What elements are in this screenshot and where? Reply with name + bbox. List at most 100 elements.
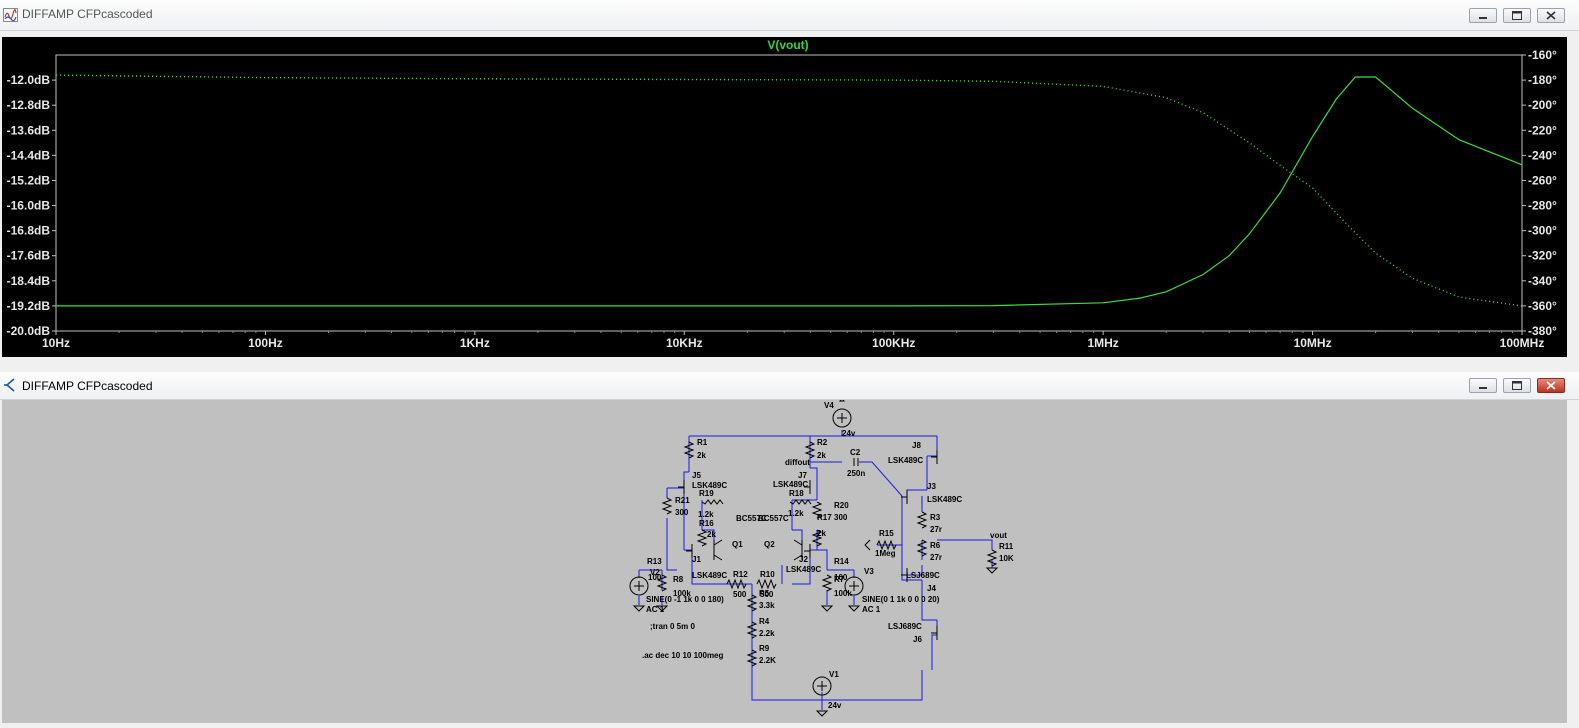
component-ref-r11[interactable]: R11: [999, 542, 1014, 551]
component-value-j6[interactable]: LSJ689C: [888, 622, 922, 631]
component-ref-r9[interactable]: R9: [759, 644, 770, 653]
component-ref-r6[interactable]: R6: [930, 541, 941, 550]
component-ref-r15[interactable]: R15: [879, 529, 894, 538]
component-value-r3[interactable]: 27r: [930, 525, 942, 534]
schematic-drawing[interactable]: V424vR12kR22kJ8LSK489CC2250nJ5LSK489CJ7L…: [2, 397, 1567, 723]
minimize-icon: [1479, 387, 1487, 389]
component-ref-j2[interactable]: J2: [799, 555, 808, 564]
component-value-r13[interactable]: 100: [648, 573, 662, 582]
component-value-q1[interactable]: BC557C: [736, 514, 767, 523]
component-ref-r20[interactable]: R20: [834, 501, 849, 510]
y-right-tick-label: -300°: [1528, 224, 1557, 238]
component-ref-r12[interactable]: R12: [733, 570, 748, 579]
component-ref-r2[interactable]: R2: [817, 438, 828, 447]
component-ref-r18[interactable]: R18: [789, 489, 804, 498]
y-right-tick-label: -200°: [1528, 98, 1557, 112]
component-ac-v3[interactable]: AC 1: [862, 605, 881, 614]
component-value-r15[interactable]: 1Meg: [875, 549, 896, 558]
component-value-r21[interactable]: 300: [675, 508, 689, 517]
component-value-v3[interactable]: SINE(0 1 1k 0 0 0 20): [862, 595, 940, 604]
component-ref-c2[interactable]: C2: [850, 448, 861, 457]
component-value-q2[interactable]: BC557C: [758, 514, 789, 523]
component-ref-q1[interactable]: Q1: [732, 540, 743, 549]
component-ref-r8[interactable]: R8: [673, 575, 684, 584]
component-ref-v3[interactable]: V3: [864, 567, 874, 576]
component-ref-v4[interactable]: V4: [824, 401, 834, 410]
component-value-j7[interactable]: LSK489C: [773, 480, 808, 489]
component-value-r2[interactable]: 2k: [817, 451, 826, 460]
schematic-transistors: [678, 450, 938, 640]
component-value-r16[interactable]: 2k: [707, 530, 716, 539]
component-ref-j7[interactable]: J7: [798, 471, 807, 480]
trace-label-vout[interactable]: V(vout): [767, 38, 808, 52]
component-ref-r1[interactable]: R1: [697, 438, 708, 447]
component-ref-r16[interactable]: R16: [699, 519, 714, 528]
component-ref-j4[interactable]: J4: [927, 584, 936, 593]
component-value-v4[interactable]: 24v: [842, 429, 856, 438]
component-ref-j8[interactable]: J8: [912, 441, 921, 450]
maximize-button[interactable]: [1503, 378, 1531, 393]
component-ref-v2[interactable]: V2: [650, 568, 660, 577]
component-ref-r19[interactable]: R19: [699, 489, 714, 498]
component-ref-r10[interactable]: R10: [760, 570, 775, 579]
maximize-button[interactable]: [1503, 8, 1531, 23]
component-ref-r3[interactable]: R3: [930, 513, 941, 522]
net-label-vout[interactable]: vout: [990, 531, 1007, 540]
close-button[interactable]: [1537, 8, 1565, 23]
component-value-r5[interactable]: 3.3k: [759, 601, 775, 610]
waveform-window-titlebar[interactable]: DIFFAMP CFPcascoded: [0, 0, 1579, 31]
schematic-window-titlebar[interactable]: DIFFAMP CFPcascoded: [0, 372, 1579, 400]
component-value-j2[interactable]: LSK489C: [786, 565, 821, 574]
net-label-diffout[interactable]: diffout: [785, 458, 810, 467]
component-ref-r5[interactable]: R5: [759, 589, 770, 598]
y-right-tick-label: -380°: [1528, 324, 1557, 338]
component-value-j8[interactable]: LSK489C: [888, 456, 923, 465]
component-value-v1[interactable]: 24v: [828, 701, 842, 710]
component-value-v2[interactable]: SINE(0 -1 1k 0 0 180): [646, 595, 724, 604]
spice-directive[interactable]: ;tran 0 5m 0: [650, 622, 695, 631]
component-ref-j3[interactable]: J3: [927, 482, 936, 491]
component-value-r6[interactable]: 27r: [930, 553, 942, 562]
component-value-j4[interactable]: LSJ689C: [906, 571, 940, 580]
component-value-r12[interactable]: 500: [733, 590, 747, 599]
component-value-j5[interactable]: LSK489C: [692, 481, 727, 490]
component-value-j1[interactable]: LSK489C: [692, 571, 727, 580]
component-value-r7[interactable]: 100k: [834, 589, 852, 598]
component-ref-q2[interactable]: Q2: [764, 540, 775, 549]
minimize-button[interactable]: [1469, 8, 1497, 23]
component-ref-r4[interactable]: R4: [759, 617, 770, 626]
component-value-r18[interactable]: 1.2k: [788, 509, 804, 518]
y-right-tick-label: -340°: [1528, 274, 1557, 288]
component-ref-r13[interactable]: R13: [647, 557, 662, 566]
waveform-window-title: DIFFAMP CFPcascoded: [22, 7, 153, 21]
component-ref-r17[interactable]: R17: [817, 513, 832, 522]
component-ref-r14[interactable]: R14: [834, 557, 849, 566]
component-ref-j5[interactable]: J5: [692, 471, 701, 480]
component-value-r19[interactable]: 1.2k: [698, 510, 714, 519]
spice-directive[interactable]: .ac dec 10 10 100meg: [642, 651, 724, 660]
component-value-r20[interactable]: 300: [834, 513, 848, 522]
component-value-r1[interactable]: 2k: [697, 451, 706, 460]
component-value-r8[interactable]: 100k: [673, 589, 691, 598]
component-value-c2[interactable]: 250n: [847, 469, 865, 478]
component-ref-r21[interactable]: R21: [675, 496, 690, 505]
component-ac-v2[interactable]: AC 1: [646, 605, 665, 614]
component-value-r4[interactable]: 2.2k: [759, 629, 775, 638]
component-ref-j1[interactable]: J1: [692, 555, 701, 564]
minimize-button[interactable]: [1469, 378, 1497, 393]
plot-frame: [55, 54, 1523, 332]
component-ref-j6[interactable]: J6: [913, 635, 922, 644]
component-ref-v1[interactable]: V1: [829, 670, 839, 679]
component-value-r9[interactable]: 2.2K: [759, 656, 776, 665]
component-value-r10[interactable]: 500: [760, 590, 774, 599]
component-ref-r7[interactable]: R7: [834, 575, 845, 584]
component-value-r11[interactable]: 10K: [999, 554, 1014, 563]
component-value-j3[interactable]: LSK489C: [927, 495, 962, 504]
component-value-r17[interactable]: 2k: [817, 529, 826, 538]
minimize-icon: [1479, 17, 1487, 19]
component-value-r14[interactable]: 100: [834, 573, 848, 582]
close-button[interactable]: [1537, 378, 1565, 393]
